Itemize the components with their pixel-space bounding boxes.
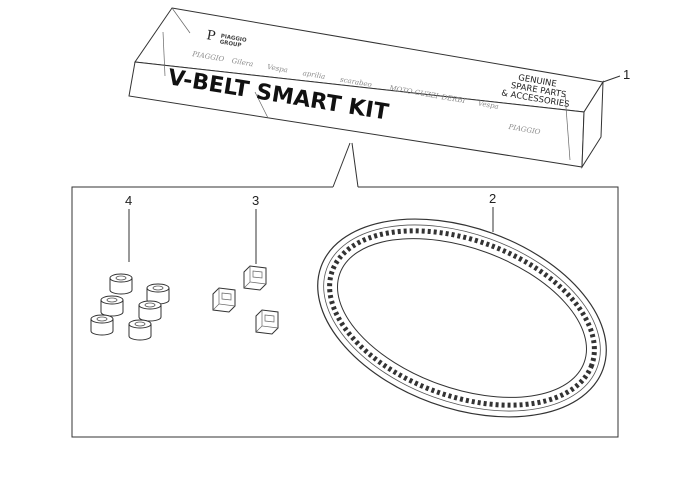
roller bbox=[109, 273, 133, 295]
roller bbox=[100, 295, 124, 317]
kit-box-end-face bbox=[581, 80, 604, 169]
sliders-group bbox=[212, 265, 279, 335]
roller bbox=[90, 314, 114, 336]
logo-letter: P bbox=[205, 28, 216, 44]
brand-logo: Gilera bbox=[231, 57, 254, 69]
frame-connector-right bbox=[351, 142, 359, 188]
logo-line-2: GROUP bbox=[219, 39, 242, 49]
group-frame bbox=[71, 186, 619, 438]
callout-rollers: 4 bbox=[125, 193, 132, 208]
callout-belt: 2 bbox=[489, 191, 496, 206]
brand-logo: Vespa bbox=[477, 99, 499, 110]
leader-line-box bbox=[602, 75, 621, 83]
frame-connector-left bbox=[332, 142, 351, 188]
logo-line-1: PIAGGIO bbox=[220, 33, 247, 43]
slider-piece bbox=[255, 309, 279, 335]
callout-box: 1 bbox=[623, 67, 630, 82]
piaggio-group-logo: P PIAGGIO GROUP bbox=[205, 28, 247, 49]
slider-piece bbox=[212, 287, 236, 313]
callout-sliders: 3 bbox=[252, 193, 259, 208]
roller bbox=[146, 283, 170, 305]
brand-logo: aprilia bbox=[302, 69, 326, 81]
roller bbox=[128, 319, 152, 341]
rollers-group bbox=[90, 273, 170, 341]
kit-box: P PIAGGIO GROUP PIAGGIO Gilera Vespa apr… bbox=[128, 7, 604, 169]
brand-logo: Vespa bbox=[267, 63, 289, 74]
v-belt bbox=[317, 218, 607, 418]
slider-piece bbox=[243, 265, 267, 291]
roller bbox=[138, 300, 162, 322]
